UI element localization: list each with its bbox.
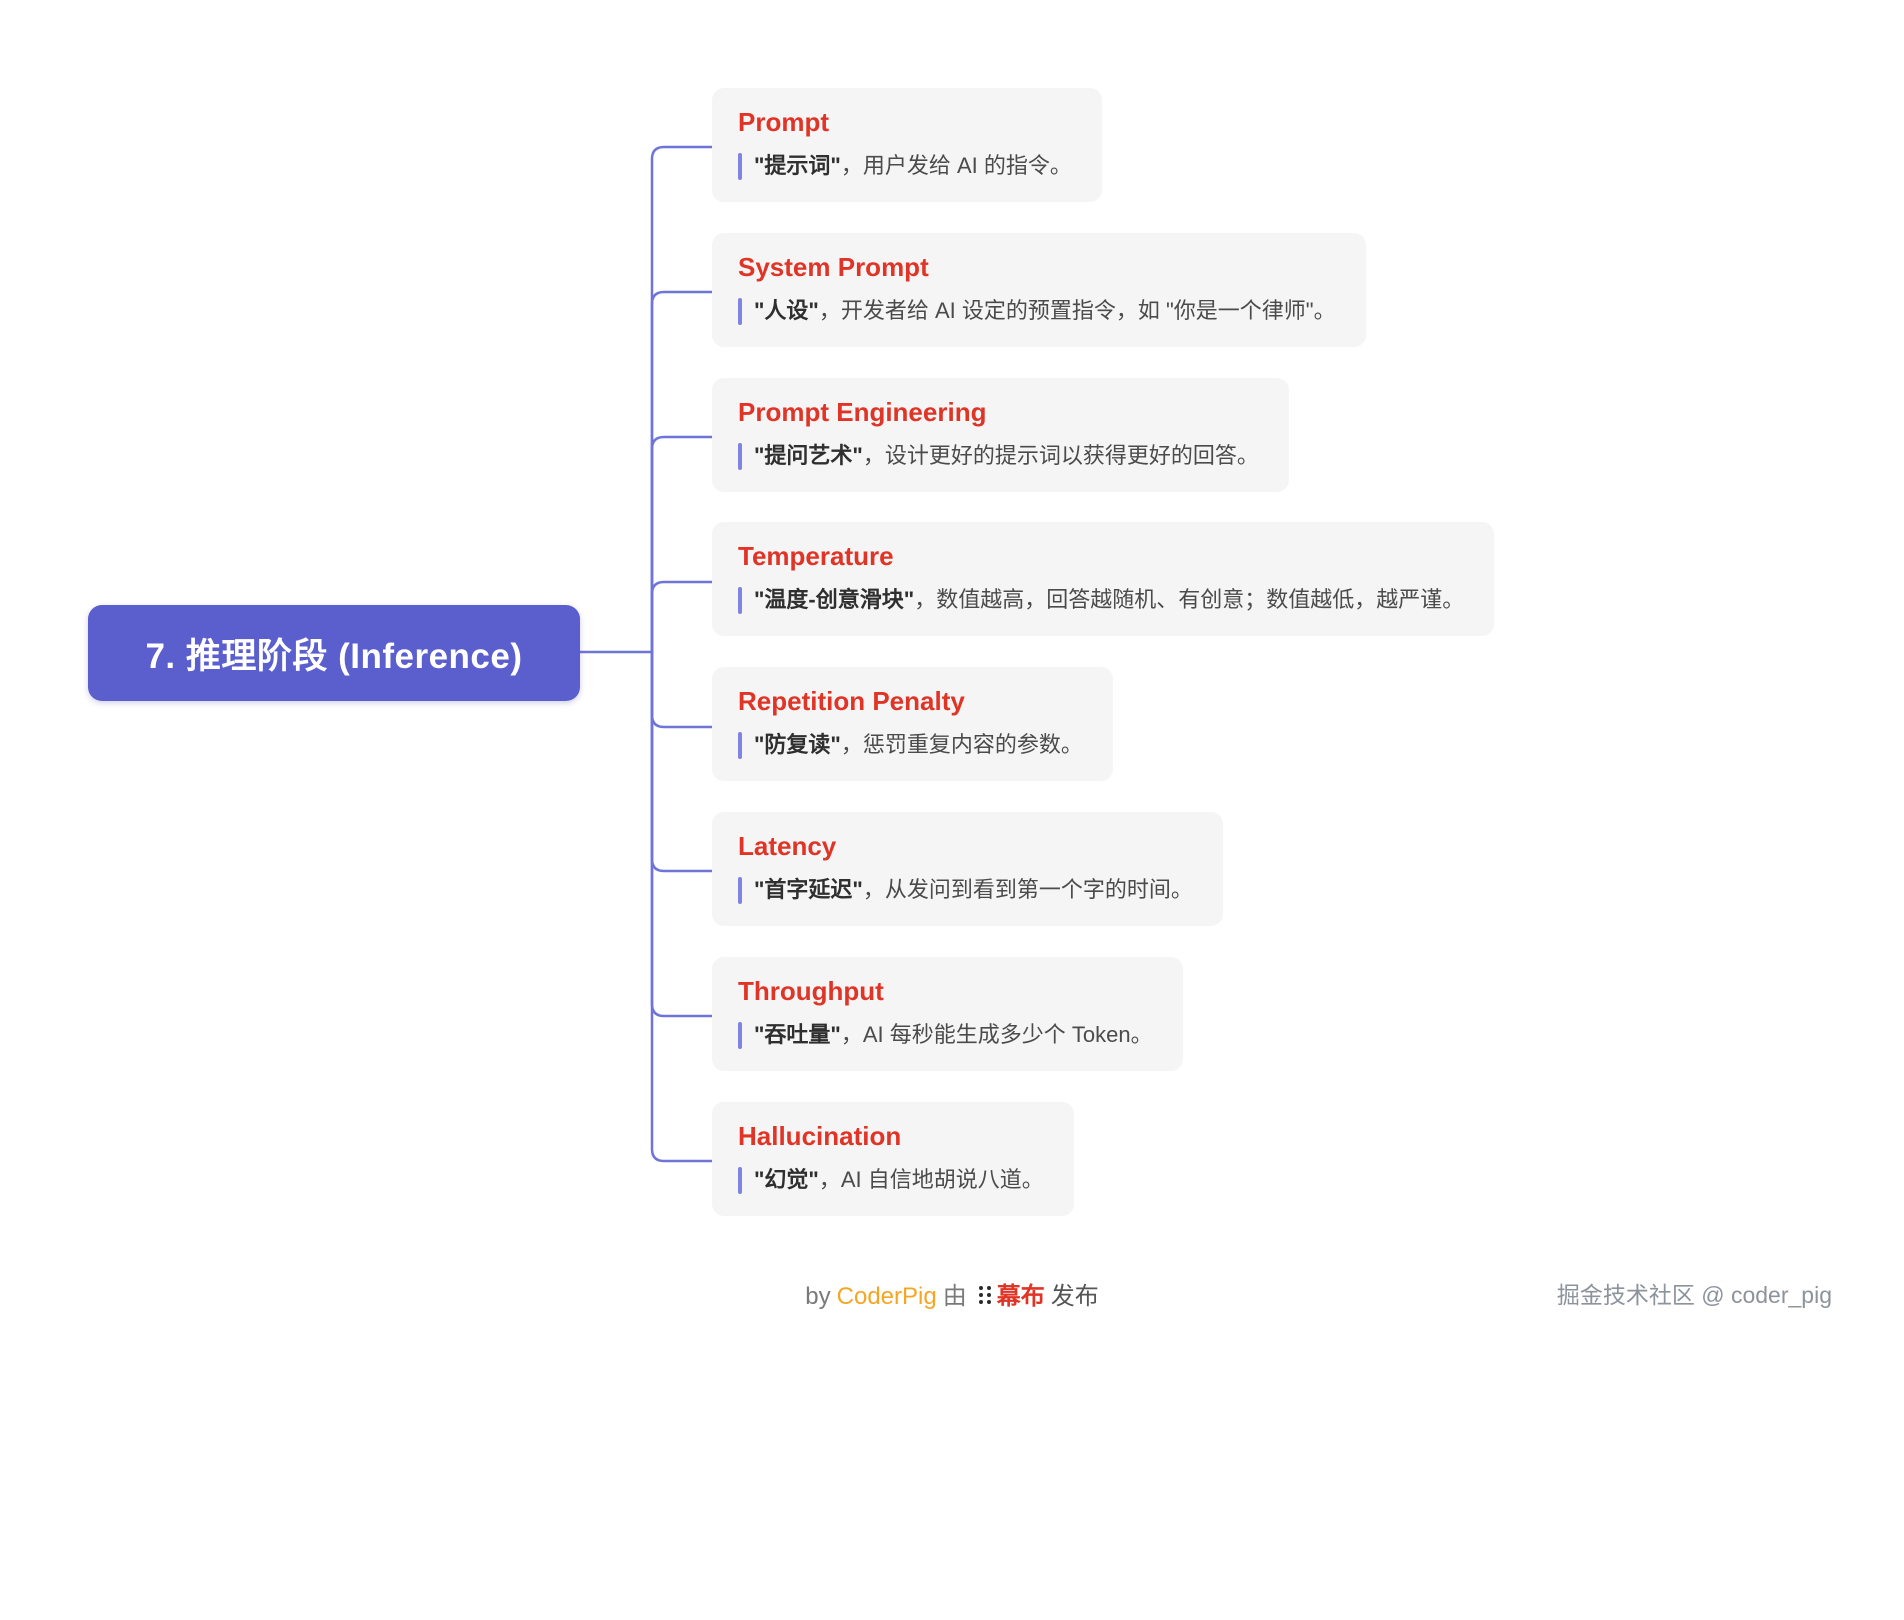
root-node-inference[interactable]: 7. 推理阶段 (Inference) [88,605,580,701]
node-desc-rest: ，AI 每秒能生成多少个 Token。 [840,1021,1153,1047]
quote-bar [738,586,742,614]
author-link[interactable]: CoderPig [836,1283,937,1310]
node-term: "人设" [754,297,819,323]
node-desc-rest: ，数值越高，回答越随机、有创意；数值越低，越严谨。 [914,586,1465,612]
node-description: "提问艺术"，设计更好的提示词以获得更好的回答。 [738,442,1259,471]
node-title: Throughput [738,976,884,1006]
node-desc-rest: ，设计更好的提示词以获得更好的回答。 [862,442,1259,468]
quote-bar [738,297,742,325]
node-card-hallucination[interactable]: Hallucination "幻觉"，AI 自信地胡说八道。 [712,1102,1074,1217]
node-title: Hallucination [738,1121,902,1151]
node-card-prompt[interactable]: Prompt "提示词"，用户发给 AI 的指令。 [712,88,1102,203]
quote-bar [738,731,742,759]
node-card-system-prompt[interactable]: System Prompt "人设"，开发者给 AI 设定的预置指令，如 "你是… [712,233,1366,348]
node-description-text: "首字延迟"，从发问到看到第一个字的时间。 [754,876,1193,905]
mubu-platform-link[interactable]: 幕布 [996,1283,1045,1310]
node-description-text: "幻觉"，AI 自信地胡说八道。 [754,1166,1044,1195]
footer-via-label: 由 [942,1283,967,1310]
node-title: Temperature [738,541,894,571]
node-description-text: "温度-创意滑块"，数值越高，回答越随机、有创意；数值越低，越严谨。 [754,586,1464,615]
node-description-text: "人设"，开发者给 AI 设定的预置指令，如 "你是一个律师"。 [754,297,1336,326]
root-node-label: 7. 推理阶段 (Inference) [145,636,523,676]
quote-bar [738,152,742,180]
mubu-logo-icon [975,1284,995,1313]
quote-bar [738,1166,742,1194]
node-description: "幻觉"，AI 自信地胡说八道。 [738,1166,1044,1195]
node-description: "吞吐量"，AI 每秒能生成多少个 Token。 [738,1021,1153,1050]
node-card-repetition-penalty[interactable]: Repetition Penalty "防复读"，惩罚重复内容的参数。 [712,667,1113,782]
node-desc-rest: ，AI 自信地胡说八道。 [818,1166,1044,1192]
node-term: "首字延迟" [754,876,863,902]
node-term: "提问艺术" [754,442,863,468]
node-term: "幻觉" [754,1166,819,1192]
node-card-prompt-engineering[interactable]: Prompt Engineering "提问艺术"，设计更好的提示词以获得更好的… [712,378,1289,493]
node-description: "防复读"，惩罚重复内容的参数。 [738,731,1083,760]
node-title: Repetition Penalty [738,686,965,716]
node-title: Latency [738,831,837,861]
node-description: "温度-创意滑块"，数值越高，回答越随机、有创意；数值越低，越严谨。 [738,586,1464,615]
node-term: "防复读" [754,731,841,757]
node-desc-rest: ，用户发给 AI 的指令。 [840,152,1072,178]
node-card-throughput[interactable]: Throughput "吞吐量"，AI 每秒能生成多少个 Token。 [712,957,1183,1072]
node-desc-rest: ，从发问到看到第一个字的时间。 [862,876,1193,902]
node-card-latency[interactable]: Latency "首字延迟"，从发问到看到第一个字的时间。 [712,812,1223,927]
node-term: "提示词" [754,152,841,178]
quote-bar [738,876,742,904]
node-title: System Prompt [738,252,929,282]
node-title: Prompt [738,107,829,137]
node-desc-rest: ，开发者给 AI 设定的预置指令，如 "你是一个律师"。 [818,297,1336,323]
node-description: "提示词"，用户发给 AI 的指令。 [738,152,1072,181]
footer-publish-label: 发布 [1050,1283,1099,1310]
node-term: "吞吐量" [754,1021,841,1047]
quote-bar [738,1021,742,1049]
node-description-text: "防复读"，惩罚重复内容的参数。 [754,731,1083,760]
node-description-text: "提问艺术"，设计更好的提示词以获得更好的回答。 [754,442,1259,471]
node-title: Prompt Engineering [738,397,987,427]
node-description: "人设"，开发者给 AI 设定的预置指令，如 "你是一个律师"。 [738,297,1336,326]
node-description-text: "吞吐量"，AI 每秒能生成多少个 Token。 [754,1021,1153,1050]
node-description-text: "提示词"，用户发给 AI 的指令。 [754,152,1072,181]
node-term: "温度-创意滑块" [754,586,915,612]
node-description: "首字延迟"，从发问到看到第一个字的时间。 [738,876,1193,905]
community-watermark: 掘金技术社区 @ coder_pig [1556,1282,1832,1308]
node-desc-rest: ，惩罚重复内容的参数。 [840,731,1083,757]
footer-by-label: by [805,1283,831,1310]
quote-bar [738,442,742,470]
node-card-temperature[interactable]: Temperature "温度-创意滑块"，数值越高，回答越随机、有创意；数值越… [712,522,1495,637]
